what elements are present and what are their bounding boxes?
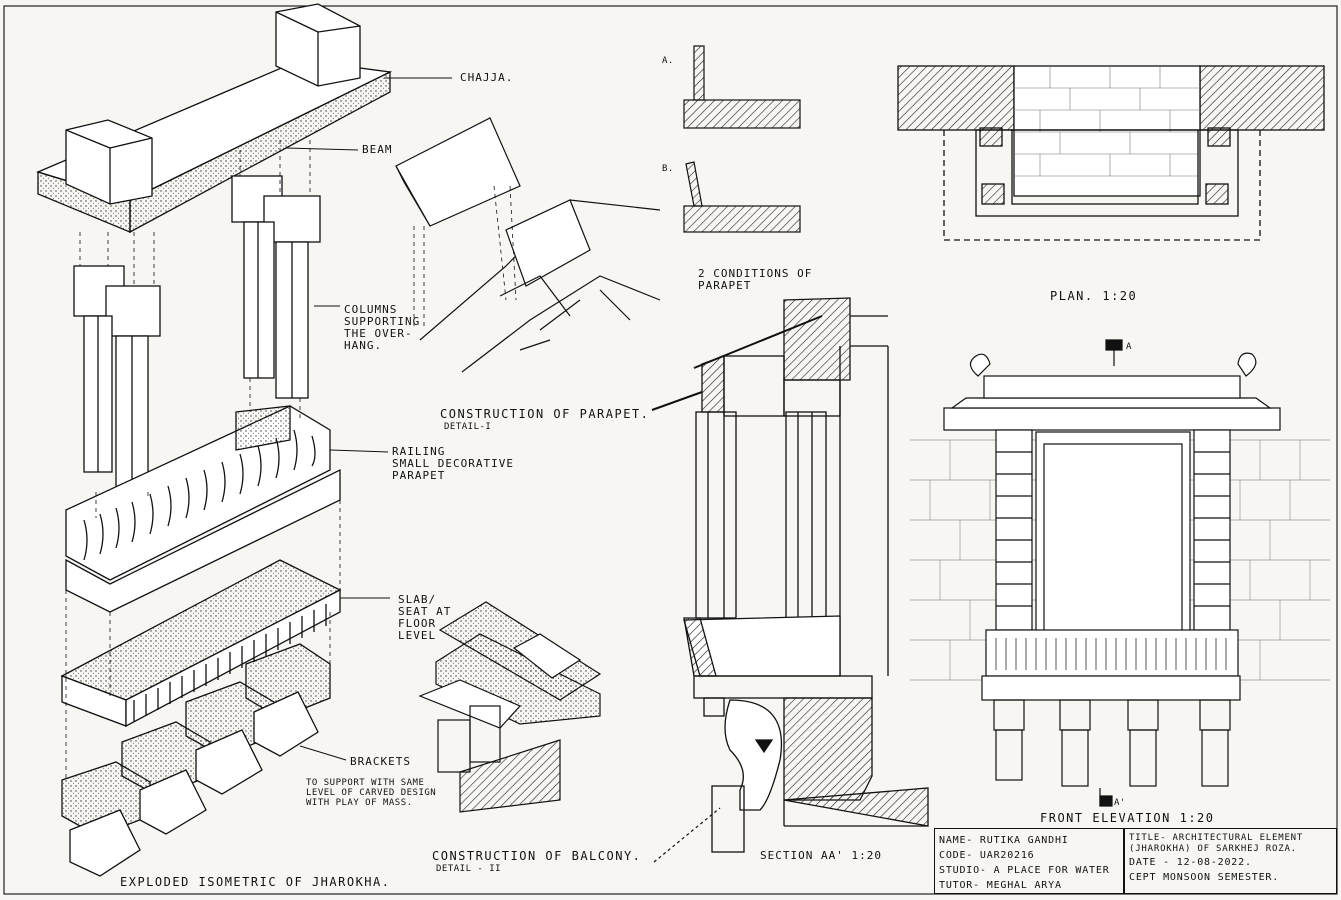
tb-title: TITLE- ARCHITECTURAL ELEMENT (JHAROKHA) … xyxy=(1129,833,1304,854)
tb-code: CODE- UAR20216 xyxy=(939,850,1035,861)
marker-a: A xyxy=(1126,342,1132,352)
label-brackets-note: TO SUPPORT WITH SAME LEVEL OF CARVED DES… xyxy=(306,778,437,808)
plan-drawing xyxy=(897,65,1325,241)
label-columns: COLUMNS SUPPORTING THE OVER- HANG. xyxy=(344,303,421,352)
tb-name: NAME- RUTIKA GANDHI xyxy=(939,835,1069,846)
label-condition-a: A. xyxy=(662,56,674,66)
tb-semester: CEPT MONSOON SEMESTER. xyxy=(1129,872,1280,883)
section-drawing xyxy=(651,297,929,853)
title-exploded-isometric: EXPLODED ISOMETRIC OF JHAROKHA. xyxy=(120,875,391,889)
title-block-project: TITLE- ARCHITECTURAL ELEMENT (JHAROKHA) … xyxy=(1124,828,1337,894)
label-chajja: CHAJJA. xyxy=(460,71,514,84)
title-front-elevation: FRONT ELEVATION 1:20 xyxy=(1040,811,1215,825)
label-parapet-detail: DETAIL-I xyxy=(444,422,492,432)
brackets-part xyxy=(61,643,331,877)
label-railing: RAILING SMALL DECORATIVE PARAPET xyxy=(392,445,514,482)
front-elevation xyxy=(910,339,1330,807)
title-construction-of-balcony: CONSTRUCTION OF BALCONY. xyxy=(432,849,642,863)
slab-part xyxy=(60,559,342,728)
sheet-border xyxy=(3,5,1338,895)
leader-lines xyxy=(285,77,452,761)
marker-a-prime: A' xyxy=(1114,798,1126,808)
label-beam: BEAM xyxy=(362,143,393,156)
title-construction-of-parapet: CONSTRUCTION OF PARAPET. xyxy=(440,407,650,421)
title-section-aa: SECTION AA' 1:20 xyxy=(760,849,882,862)
title-block-student: NAME- RUTIKA GANDHI CODE- UAR20216 STUDI… xyxy=(934,828,1124,894)
tb-tutor: TUTOR- MEGHAL ARYA xyxy=(939,880,1062,891)
parapet-conditions xyxy=(683,45,801,233)
exploded-isometric xyxy=(36,3,452,877)
label-condition-b: B. xyxy=(662,164,674,174)
columns-part xyxy=(73,175,321,493)
balcony-detail xyxy=(418,601,721,863)
title-plan: PLAN. 1:20 xyxy=(1050,289,1138,303)
tb-studio: STUDIO- A PLACE FOR WATER xyxy=(939,865,1110,876)
label-two-conditions: 2 CONDITIONS OF PARAPET xyxy=(698,267,813,292)
label-brackets: BRACKETS xyxy=(350,755,411,768)
chajja-part xyxy=(36,3,393,234)
label-balcony-detail: DETAIL - II xyxy=(436,864,502,874)
parapet-detail xyxy=(395,117,661,373)
tb-date: DATE - 12-08-2022. xyxy=(1129,857,1252,868)
label-slab: SLAB/ SEAT AT FLOOR LEVEL xyxy=(398,593,452,642)
projection-lines xyxy=(65,140,341,780)
